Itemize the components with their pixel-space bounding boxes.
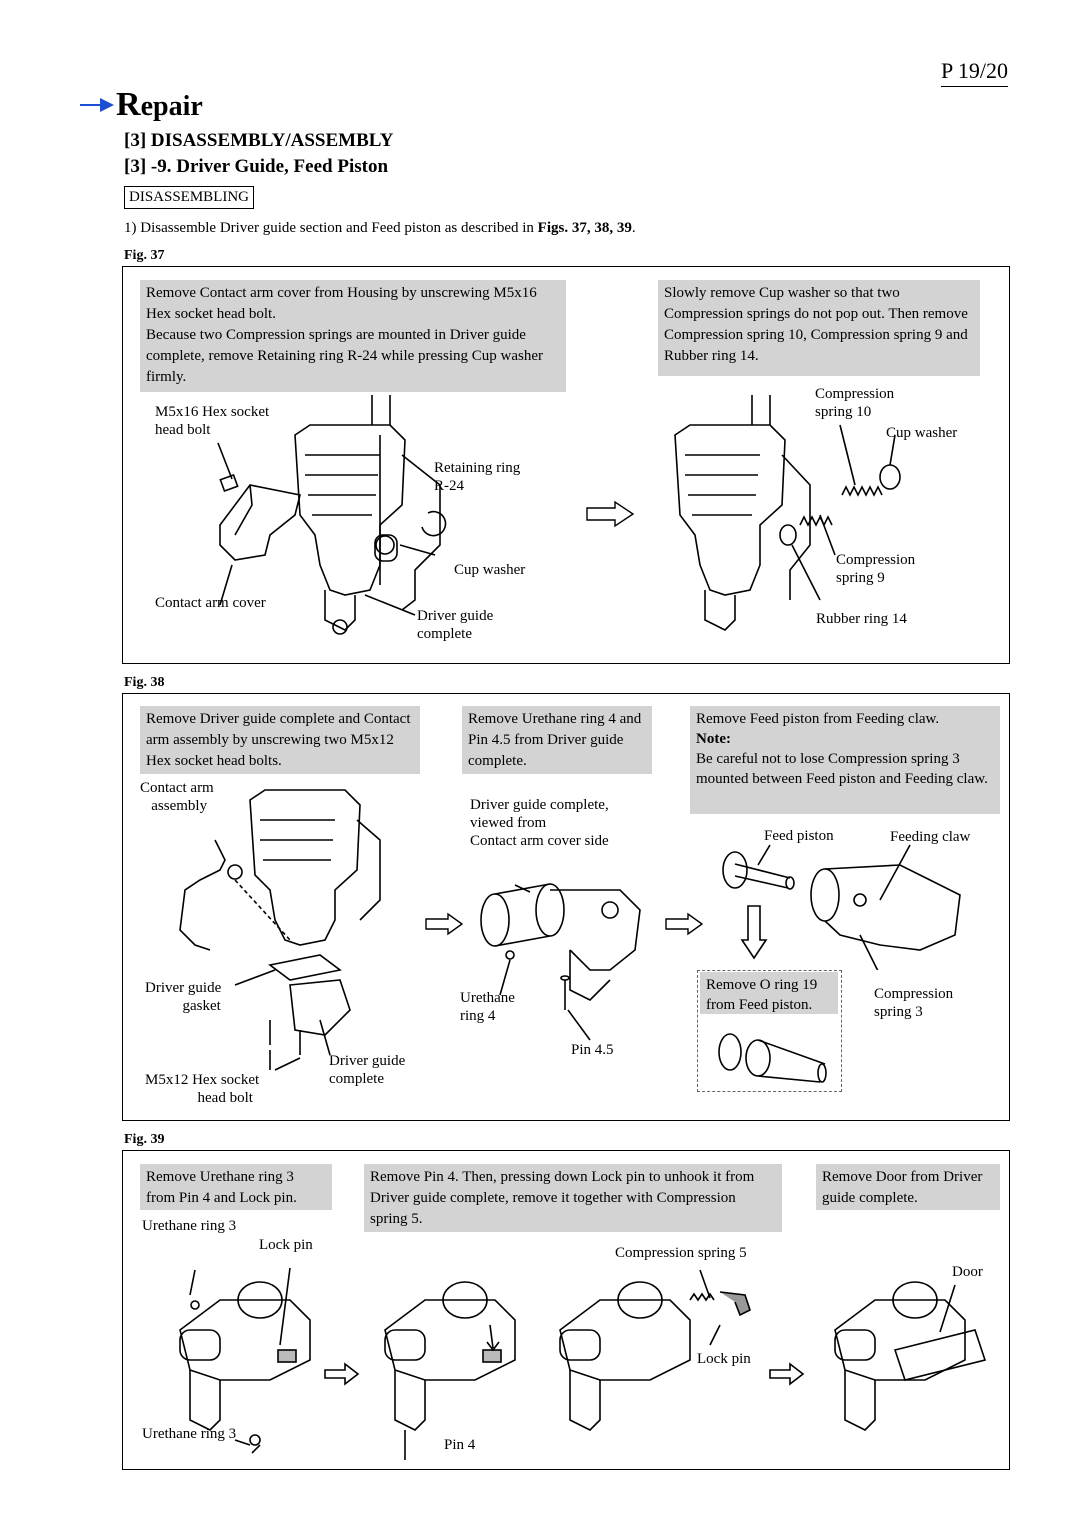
intro-text: 1) Disassemble Driver guide section and … <box>124 220 636 237</box>
fig39-lock-pin2-label: Lock pin <box>697 1351 751 1367</box>
fig37-comp9-label: Compression spring 9 <box>836 552 916 586</box>
fig38-mid-drawing <box>480 883 641 1041</box>
fig39-pin4-label: Pin 4 <box>444 1437 476 1453</box>
fig39-note-mid-text: Remove Pin 4. Then, pressing down Lock p… <box>370 1169 755 1227</box>
fig38-note-mid: Remove Urethane ring 4 and Pin 4.5 from … <box>462 706 652 774</box>
fig38-left-drawing <box>179 789 381 1071</box>
fig37-rubber-label: Rubber ring 14 <box>816 611 907 627</box>
fig37-note-left: Remove Contact arm cover from Housing by… <box>140 280 566 392</box>
fig39-label: Fig. 39 <box>124 1132 165 1147</box>
fig37-comp10-label: Compression spring 10 <box>815 386 895 420</box>
intro-prefix: 1) Disassemble Driver guide section and … <box>124 220 538 236</box>
fig37-label: Fig. 37 <box>124 248 165 263</box>
fig37-cup-washer-label: Cup washer <box>454 562 526 578</box>
intro-suffix: . <box>631 220 636 236</box>
fig38-urethane-label: Urethane ring 4 <box>460 990 515 1024</box>
fig38-gasket-label: Driver guide gasket <box>145 980 222 1014</box>
fig37-note-left-text: Remove Contact arm cover from Housing by… <box>146 285 543 385</box>
fig39-note-left-text: Remove Urethane ring 3 from Pin 4 and Lo… <box>146 1169 297 1206</box>
fig39-urethane-bottom-label: Urethane ring 3 <box>142 1426 237 1442</box>
fig38-note-title: Note: <box>696 731 731 747</box>
fig38-viewed-label: Driver guide complete, viewed from Conta… <box>470 797 609 849</box>
next-arrow-icon <box>586 500 635 528</box>
disassembling-tag: DISASSEMBLING <box>124 186 255 209</box>
oring-detail-box <box>697 970 842 1092</box>
fig39-frame <box>122 1150 1010 1470</box>
section-heading: Repair <box>78 86 203 124</box>
fig39-door-label: Door <box>952 1264 983 1280</box>
fig39-note-left: Remove Urethane ring 3 from Pin 4 and Lo… <box>140 1164 332 1210</box>
fig38-comp3-label: Compression spring 3 <box>874 986 954 1020</box>
arrow-right-icon <box>80 98 114 112</box>
fig37-retaining-label: Retaining ring R-24 <box>434 460 521 494</box>
next-arrow-icon <box>665 912 704 936</box>
fig38-note-left-text: Remove Driver guide complete and Contact… <box>146 711 411 769</box>
section-title: Repair <box>116 86 203 123</box>
fig38-frame <box>122 693 1010 1121</box>
fig37-cup-washer-right-label: Cup washer <box>886 425 958 441</box>
heading-disassembly: [3] DISASSEMBLY/ASSEMBLY <box>124 130 394 151</box>
fig39-note-mid: Remove Pin 4. Then, pressing down Lock p… <box>364 1164 782 1232</box>
page-number: P 19/20 <box>940 58 1008 87</box>
fig38-note-mid-text: Remove Urethane ring 4 and Pin 4.5 from … <box>468 711 642 769</box>
fig37-frame <box>122 266 1010 664</box>
fig37-driver-guide-label: Driver guide complete <box>417 608 494 642</box>
oring-drawing <box>718 1033 827 1083</box>
fig38-driver-guide-label: Driver guide complete <box>329 1053 406 1087</box>
fig37-right-drawing <box>674 395 901 631</box>
fig38-note-right-main: Remove Feed piston from Feeding claw. <box>696 711 940 727</box>
fig38-right-drawing <box>722 844 961 970</box>
fig38-bolts-label: M5x12 Hex socket head bolt <box>145 1072 260 1106</box>
fig38-feed-piston-label: Feed piston <box>764 828 834 844</box>
next-arrow-icon <box>425 912 464 936</box>
fig37-bolt-label: M5x16 Hex socket head bolt <box>155 404 270 438</box>
fig37-note-right: Slowly remove Cup washer so that two Com… <box>658 280 980 376</box>
heading-driver-guide: [3] -9. Driver Guide, Feed Piston <box>124 156 389 177</box>
intro-figs: Figs. 37, 38, 39 <box>537 220 632 236</box>
fig38-note-right: Remove Feed piston from Feeding claw. No… <box>690 706 1000 814</box>
fig39-lock-pin-label: Lock pin <box>259 1237 313 1253</box>
fig38-contact-arm-label: Contact arm assembly <box>140 780 214 814</box>
fig38-note-right-body: Be careful not to lose Compression sprin… <box>696 751 988 787</box>
fig37-note-right-text: Slowly remove Cup washer so that two Com… <box>664 285 968 364</box>
fig39-drawings <box>179 1267 987 1460</box>
fig38-label: Fig. 38 <box>124 675 165 690</box>
fig38-feeding-claw-label: Feeding claw <box>890 829 971 845</box>
fig39-note-right-text: Remove Door from Driver guide complete. <box>822 1169 983 1206</box>
fig39-note-right: Remove Door from Driver guide complete. <box>816 1164 1000 1210</box>
fig39-comp5-label: Compression spring 5 <box>615 1245 747 1261</box>
fig37-contact-cover-label: Contact arm cover <box>155 595 266 611</box>
fig39-urethane-top-label: Urethane ring 3 <box>142 1218 237 1234</box>
fig38-pin45-label: Pin 4.5 <box>571 1042 614 1058</box>
fig38-note-left: Remove Driver guide complete and Contact… <box>140 706 420 774</box>
fig37-left-drawing <box>217 395 447 635</box>
fig38-note-oring: Remove O ring 19 from Feed piston. <box>700 972 838 1014</box>
